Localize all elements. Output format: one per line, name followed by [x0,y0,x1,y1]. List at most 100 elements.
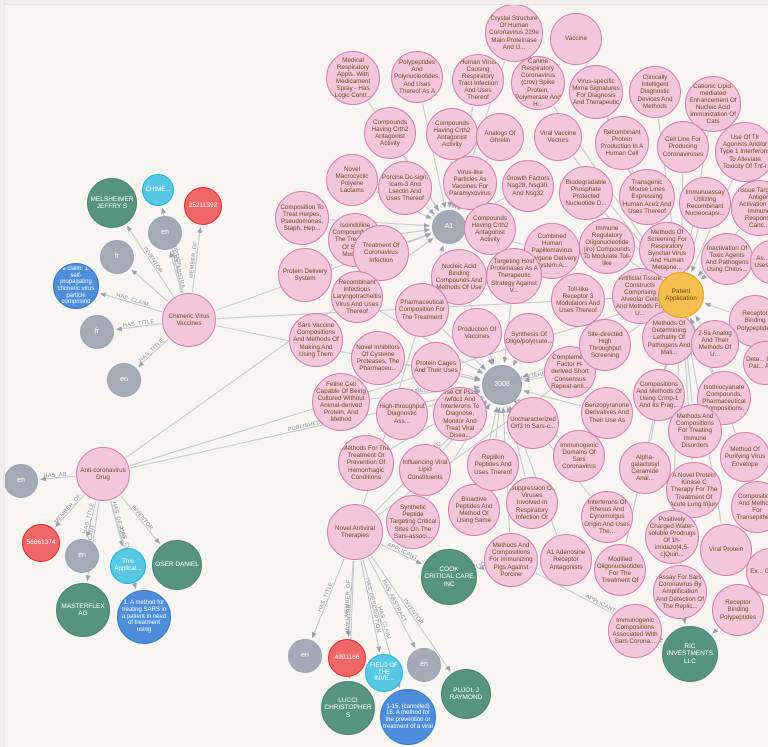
node-viruslike[interactable]: Virus-like Particles As Vaccines For Par… [443,156,497,210]
edge-assaysars-ric[interactable] [681,618,687,625]
node-fr2[interactable]: fr [80,315,114,349]
node-tlr[interactable]: Use Of Tlr Agonists And/or Type 1 Interf… [715,122,768,182]
node-nucleicacid[interactable]: Nucleic Acid Binding Compounds And Metho… [431,249,487,305]
node-feline[interactable]: Feline Cell Capable Of Being Cultured Wi… [312,373,370,431]
node-chime[interactable]: CHIME... [142,174,174,206]
edge-complement-y2008[interactable] [523,376,544,383]
node-crth2c[interactable]: Compounds Having Crth2 Antagonist Activi… [464,203,516,255]
edge-novelanti-cook[interactable] [380,544,422,565]
edge-anticorona-oser[interactable] [120,495,160,545]
node-tissuetarget[interactable]: Tissue Targeted Antigen Activation The I… [731,180,768,236]
node-cook[interactable]: COOK CRITICAL CARE INC [421,549,477,605]
node-immunodomains[interactable]: Immunogenic Domains Of Sars Coronavirus [553,430,605,482]
node-synthpeptide[interactable]: Synthetic Peptide Targeting Critical Sit… [386,495,440,549]
edge-inactivation-patentapp[interactable] [700,273,707,280]
edge-novelanti-en6[interactable] [367,557,416,649]
edge-chimeric-en2[interactable] [137,338,169,368]
edge-chimeric-p25211392[interactable] [191,226,203,293]
edge-novelanti-p4991166[interactable] [346,560,354,638]
node-laryngo[interactable]: Recombinant Infectious Laryngotracheitis… [331,271,383,323]
node-oser[interactable]: OSER DANIEL [152,540,202,590]
node-patentapp[interactable]: Patent Application [658,272,704,318]
node-clinically[interactable]: Clinically Intelligent Diagnostic Device… [629,66,681,118]
node-thisapp[interactable]: This Applicat... [110,548,146,584]
node-crystal[interactable]: Crystal Structure Of Human Coronavirus 2… [485,4,543,62]
node-cationic[interactable]: Cationic Lipid-mediated Enhancement Of N… [685,76,741,132]
node-en3[interactable]: en [4,464,38,498]
node-purifying[interactable]: Method Of Purifying Virus Envelope [720,432,768,482]
node-p25211392[interactable]: 25211392 [184,187,222,225]
edge-treatmentcorona-a1[interactable] [407,233,432,244]
node-crth2b[interactable]: Compounds Having Crth2 Antagonist Activi… [426,108,478,160]
edge-novelanti-pujol[interactable] [370,555,451,672]
node-y2008[interactable]: 2008 [482,365,522,405]
node-claim3[interactable]: 1-15. (canceled) 16. A method for the pr… [380,689,436,745]
node-anticorona[interactable]: Anti-coronavirus Drug [76,447,130,501]
node-bioactive[interactable]: Bioactive Peptides And Method Of Using S… [448,484,500,536]
node-orf3[interactable]: Uncharacterized Orf3 In Sars-c... [507,397,559,449]
edge-rbp1-patentapp[interactable] [704,302,730,313]
node-en1[interactable]: en [148,216,182,250]
node-tolllike[interactable]: Toll-like Receptor 3 Modulators And Uses… [551,273,605,327]
edge-novelanti-field[interactable] [360,560,382,653]
node-en6[interactable]: en [407,648,441,682]
node-ps20[interactable]: Use Of Ps20 /wfdc1 And Interferons To Di… [433,387,487,441]
node-fr1[interactable]: fr [100,240,134,274]
node-proteincages[interactable]: Protein Cages And Their Uses [411,342,461,392]
node-prodrugs[interactable]: Positively Charged Water-soluble Prodrug… [645,510,699,564]
edge-anticorona-patentapp[interactable] [129,301,658,467]
edge-chimeric-en1[interactable] [169,251,183,294]
node-transep[interactable]: Compositions And Methods For Transepithe… [731,481,768,533]
edge-pigs-cook[interactable] [477,565,485,570]
edge-polypep-a1[interactable] [422,103,447,209]
node-cellline[interactable]: Cell Line For Producing Coronaviruses [657,121,709,173]
edge-anticorona-en3[interactable] [39,475,76,482]
node-humanvirus[interactable]: Human Virus Causing Respiratory Tract In… [452,54,504,106]
node-benzo[interactable]: Benzopyranone Derivatives And Their Use … [581,387,633,439]
node-pharmacomp[interactable]: Pharmaceutical Composition For The Treat… [395,283,449,337]
node-crmp1[interactable]: Compositions And Methods Of Using Crmp-1… [633,369,685,421]
node-interferons[interactable]: Interferons Of Rhesus And Cynomolgus Ori… [581,491,633,543]
node-iro[interactable]: Immune Regulatory Oligonucleotide (iro) … [579,218,635,274]
node-prodvaccines[interactable]: Production Of Vaccines [452,308,502,358]
node-biodeg[interactable]: Biodegradable Phosphate Protected Nucleo… [559,166,613,220]
node-canine[interactable]: Canine Respiratory Coronavirus (crov) Sp… [511,56,565,110]
node-herpes[interactable]: Composition To Treat Herpes, Pseudomonas… [275,191,329,245]
node-en2[interactable]: en [107,363,141,397]
node-porcinedc[interactable]: Porcine Dc-sign, Icam-3 And Lsectin And … [378,161,432,215]
node-a1adenosine[interactable]: A1 Adenosine Receptor Antagonists [540,534,592,586]
node-chimeric[interactable]: Chimeric Virus Vaccines [162,293,216,347]
node-sitedirected[interactable]: Site-directed High Throughput Screening [579,319,631,371]
node-medresp[interactable]: Medical Respiratory Appls. With Medicame… [326,51,380,105]
node-cysteine[interactable]: Novel Inhibitors Of Cysteine Proteases, … [351,331,405,385]
node-pujol[interactable]: PUJOL J RAYMOND [441,669,491,719]
node-crth2a[interactable]: Compounds Having Crth2 Antagonist Activi… [364,107,416,159]
node-hemorrhagic[interactable]: Methods For The Treatment Or Prevention … [338,435,394,491]
node-melsheimer[interactable]: MELSHEIMER JEFFRY S [87,178,137,228]
node-mirna[interactable]: Virus-specific Mirna Signatures For Diag… [569,65,623,119]
node-inactivation[interactable]: Inactivation Of Toxic Agents And Pathoge… [701,233,753,285]
node-novelanti[interactable]: Novel Antiviral Therapies [327,504,383,560]
node-en5[interactable]: en [288,639,322,673]
node-targetinghost[interactable]: Targeting Host Proteinases As A Therapeu… [486,248,542,304]
edge-chimeric-fr1[interactable] [131,269,169,302]
edge-chimeric-melsheimer[interactable] [126,225,175,297]
edge-rbp2-ric[interactable] [712,627,719,634]
node-pigs[interactable]: Methods And Compositions For Immunizing … [484,533,538,587]
edge-analo25a-patentapp[interactable] [695,315,702,324]
edge-anticorona-p56861374[interactable] [55,494,85,528]
edge-chimeric-fr2[interactable] [115,323,162,332]
node-p56861374[interactable]: 56861374 [22,524,60,562]
node-transgenic[interactable]: Transgenic Mouse Lines Expressing Human … [619,169,675,225]
edge-replikin-y2008[interactable] [495,406,502,439]
node-en4[interactable]: en [65,539,99,573]
node-sarsvaccine[interactable]: Sars Vaccine Compositions And Methods Of… [289,313,343,367]
node-macrocyclic[interactable]: Novel Macrocyclic Polyene Lactams [326,154,378,206]
node-viralvec[interactable]: Viral Vaccine Vectors [534,113,582,161]
node-recombhuman[interactable]: Recombinant Protein Production In A Huma… [595,116,649,170]
node-p4991166[interactable]: 4991166 [328,639,366,677]
node-claim2[interactable]: 1. A method for treating SARS in a patie… [117,590,171,644]
node-oligopoly[interactable]: Synthesis Of Oligo/poly(cate... [504,313,554,363]
node-growth[interactable]: Growth Factors Nsg28, Nsg30, And Nsg32 [502,160,554,212]
